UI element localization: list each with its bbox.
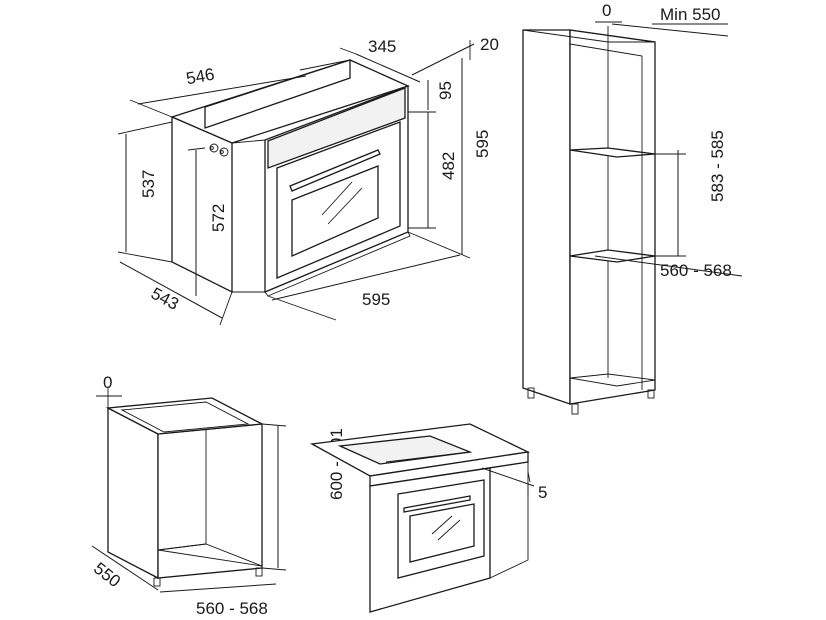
dim-gap-top: 20	[480, 35, 499, 54]
dim-column-niche-height: 583 - 585	[708, 130, 727, 202]
column-cabinet-drawing	[522, 29, 656, 415]
dim-inner-height: 572	[209, 204, 228, 232]
dim-column-min-depth: Min 550	[660, 5, 720, 24]
column-labels: 0 Min 550 583 - 585 560 - 568	[602, 1, 732, 280]
dim-undercounter-gap: 5	[538, 483, 547, 502]
dim-width-bottom: 595	[362, 290, 390, 309]
dim-depth-top: 345	[368, 37, 396, 56]
oven-drawing	[170, 59, 411, 297]
dim-base-width: 560 - 568	[196, 599, 268, 618]
undercounter-dimension-lines	[481, 467, 535, 496]
dim-total-height: 595	[473, 130, 492, 158]
dim-side-height: 537	[139, 170, 158, 198]
dim-base-height: 600 - 601	[327, 428, 346, 500]
base-dimension-lines	[91, 388, 287, 593]
dim-column-niche-width: 560 - 568	[660, 261, 732, 280]
undercounter-labels: 5	[538, 483, 547, 502]
column-dimension-lines	[594, 21, 743, 277]
oven-labels: 546 345 20 95 482 595 537 572 543 595	[139, 35, 499, 314]
dim-width-top: 546	[185, 65, 216, 89]
dim-front-height: 482	[439, 152, 458, 180]
undercounter-drawing	[309, 423, 531, 613]
dim-depth-bottom: 543	[148, 284, 182, 314]
oven-dimension-lines	[117, 40, 475, 326]
base-cabinet-drawing	[105, 397, 265, 587]
dim-base-gap: 0	[103, 373, 112, 392]
dim-column-gap: 0	[602, 1, 611, 20]
dim-panel-height: 95	[436, 81, 455, 100]
